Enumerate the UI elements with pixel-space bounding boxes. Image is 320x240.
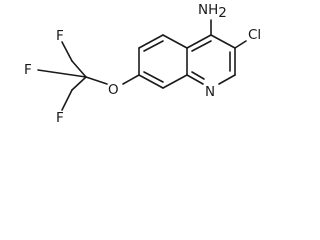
substituent-bonds — [37, 19, 247, 111]
fluorine-label-left: F — [24, 62, 32, 78]
bond-c5-c6 — [138, 34, 164, 49]
fluorine-label-top: F — [56, 28, 64, 44]
chlorine-label: Cl — [248, 27, 261, 43]
bond-c8-c8a — [162, 74, 188, 89]
double-bond-c5-c6 — [143, 40, 164, 52]
pyridine-ring-bonds — [186, 34, 236, 85]
fluorine-label-bottom: F — [56, 110, 64, 126]
bond-c4a-c4 — [186, 34, 212, 49]
bond-c-f2 — [37, 69, 87, 78]
nitrogen-label: N — [205, 84, 215, 100]
amine-label-main: NH — [198, 2, 218, 18]
atom-labels: NH2 Cl N O F F F — [24, 2, 261, 126]
amine-label-subscript: 2 — [218, 5, 227, 21]
benzene-ring-bonds — [138, 34, 188, 89]
bond-f1-to-upper — [61, 41, 73, 62]
bond-c7-c8 — [138, 74, 164, 89]
bond-c2-n1 — [218, 74, 236, 85]
oxygen-label: O — [108, 82, 119, 98]
bond-c3-cl — [234, 40, 247, 49]
double-bond-n1-c8a — [191, 71, 205, 80]
bond-c4-c3 — [210, 34, 236, 49]
double-bond-c7-c8 — [143, 71, 164, 83]
amine-label: NH2 — [198, 2, 227, 21]
bond-c-f1 — [71, 60, 87, 78]
bond-o-cf3 — [85, 76, 108, 85]
chemical-structure-diagram: NH2 Cl N O F F F — [24, 2, 261, 126]
bond-c4a-c5 — [162, 34, 188, 49]
bond-n1-c8a — [186, 74, 204, 85]
bond-f3-to-lower — [61, 89, 73, 111]
double-bond-c4-c4a — [191, 40, 212, 52]
bond-c-f3 — [71, 76, 87, 91]
bond-c7-o — [122, 74, 140, 85]
